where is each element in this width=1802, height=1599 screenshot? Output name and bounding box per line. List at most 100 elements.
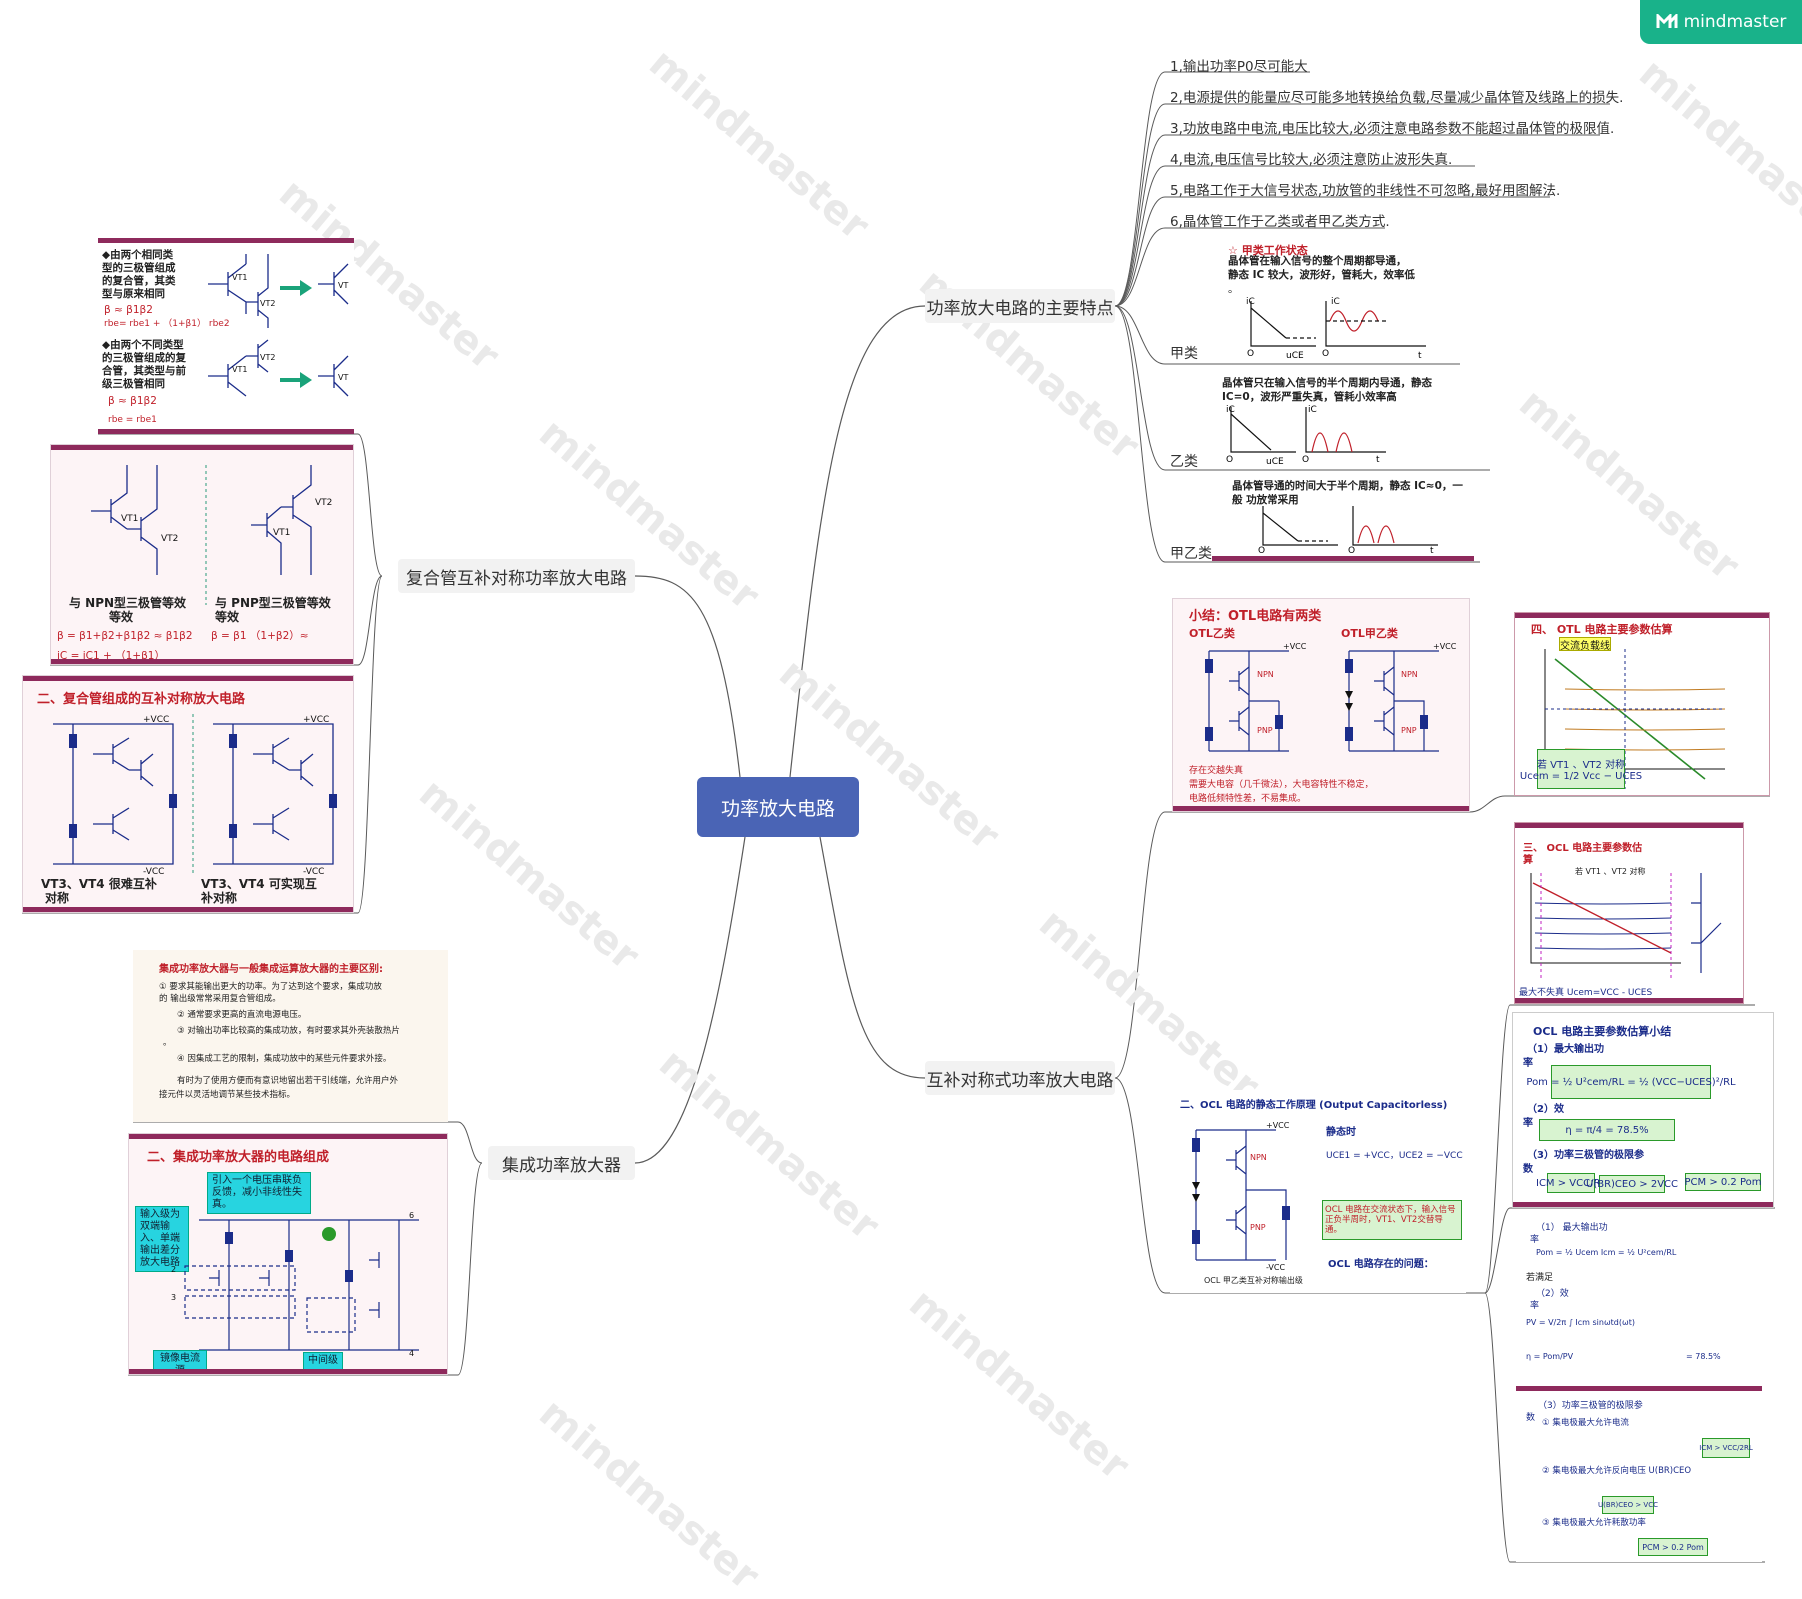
- ubr-detail-box: U(BR)CEO > VCC: [1598, 1496, 1658, 1514]
- callout-middle-stage: 中间级: [303, 1352, 343, 1370]
- svg-text:VT1: VT1: [273, 528, 290, 538]
- branch-features[interactable]: 功率放大电路的主要特点: [925, 289, 1115, 323]
- root-node[interactable]: 功率放大电路: [697, 777, 859, 837]
- ocl-circuit-title: 二、OCL 电路的静态工作原理 (Output Capacitorless): [1180, 1100, 1448, 1111]
- svg-text:iC: iC: [1246, 297, 1255, 307]
- ocl-note-box: OCL 电路在交流状态下，输入信号正负半周时，VT1、VT2交替导通。: [1322, 1200, 1462, 1240]
- svg-text:uCE: uCE: [1286, 351, 1304, 361]
- class-a-label[interactable]: 甲类: [1170, 346, 1198, 362]
- integrated-card-2: 二、集成功率放大器的电路组成 引入一个电压串联负反馈，减小非线性失真。 输入级为…: [128, 1133, 448, 1375]
- composite-card-3-title: 二、复合管组成的互补对称放大电路: [37, 692, 246, 707]
- svg-text:VT2: VT2: [315, 498, 332, 508]
- svg-text:O: O: [1322, 349, 1329, 359]
- icm-box: ICM > VCC/RL: [1536, 1173, 1606, 1193]
- svg-text:-VCC: -VCC: [303, 867, 324, 874]
- otl-summary-title: 小结：OTL电路有两类: [1189, 609, 1322, 624]
- ocl-load-line-chart: [1530, 873, 1722, 978]
- svg-text:+VCC: +VCC: [1266, 1121, 1290, 1130]
- integrated-card-1: 集成功率放大器与一般集成运算放大器的主要区别: ① 要求其能输出更大的功率。为了…: [133, 950, 448, 1122]
- feature-item-5[interactable]: 5,电路工作于大信号状态,功放管的非线性不可忽略,最好用图解法.: [1170, 183, 1561, 199]
- svg-text:VT: VT: [338, 281, 348, 290]
- link-root-features: [789, 305, 926, 778]
- pcm-detail-box: PCM > 0.2 Pom: [1638, 1538, 1708, 1556]
- class-b-card: 晶体管只在输入信号的半个周期内导通，静态 IC=0，波形严重失真，管耗小效率高 …: [1218, 374, 1480, 468]
- svg-text:+VCC: +VCC: [1283, 642, 1307, 651]
- integrated-card-1-title: 集成功率放大器与一般集成运算放大器的主要区别:: [159, 964, 383, 975]
- svg-text:+VCC: +VCC: [1433, 642, 1457, 651]
- ocl-params-title: 三、 OCL 电路主要参数估: [1523, 843, 1643, 854]
- svg-text:NPN: NPN: [1257, 670, 1274, 679]
- svg-text:t: t: [1376, 455, 1380, 465]
- complementary-composite-diagram: +VCC +VCC -VCC -VCC: [53, 714, 337, 874]
- svg-text:O: O: [1348, 546, 1355, 555]
- svg-text:+VCC: +VCC: [143, 715, 169, 725]
- class-ab-label[interactable]: 甲乙类: [1170, 546, 1212, 562]
- svg-text:NPN: NPN: [1401, 670, 1418, 679]
- class-a-card: ☆ 甲类工作状态 晶体管在输入信号的整个周期都导通， 静态 IC 较大，波形好，…: [1198, 240, 1460, 362]
- svg-text:uCE: uCE: [1266, 457, 1284, 466]
- otl-params-title: 四、 OTL 电路主要参数估算: [1531, 623, 1673, 636]
- svg-text:-VCC: -VCC: [1266, 1263, 1285, 1270]
- svg-text:t: t: [1430, 546, 1434, 555]
- svg-text:iC: iC: [1226, 405, 1235, 415]
- svg-text:VT2: VT2: [161, 534, 178, 544]
- svg-text:6: 6: [409, 1211, 414, 1220]
- branch-integrated[interactable]: 集成功率放大器: [488, 1146, 635, 1180]
- ocl-summary-card: OCL 电路主要参数估算小结 （1）最大输出功 率 Pom = ½ U²cem/…: [1512, 1012, 1774, 1208]
- svg-text:PNP: PNP: [1250, 1223, 1266, 1232]
- svg-text:VT2: VT2: [260, 353, 275, 362]
- otl-circuit-diagram: NPN PNP NPN PNP +VCC +VCC: [1205, 642, 1457, 752]
- svg-text:VT1: VT1: [121, 514, 138, 524]
- feature-item-4[interactable]: 4,电流,电压信号比较大,必须注意防止波形失真.: [1170, 152, 1453, 168]
- svg-text:VT2: VT2: [260, 299, 275, 308]
- svg-text:iC: iC: [1331, 297, 1340, 307]
- ocl-circuit-card: 二、OCL 电路的静态工作原理 (Output Capacitorless) N…: [1170, 1090, 1466, 1293]
- brand-badge[interactable]: mindmaster: [1640, 0, 1802, 44]
- composite-card-1: ◆由两个相同类 型的三极管组成 的复合管，其类 型与原来相同 β ≈ β1β2 …: [98, 238, 354, 434]
- svg-text:2: 2: [171, 1265, 176, 1274]
- composite-card-3: 二、复合管组成的互补对称放大电路 +VCC+VCC -VCC-VCC VT3、V…: [22, 675, 354, 913]
- feature-item-6[interactable]: 6,晶体管工作于乙类或者甲乙类方式.: [1170, 214, 1390, 230]
- svg-text:NPN: NPN: [1250, 1153, 1267, 1162]
- mindmaster-logo-icon: [1656, 14, 1678, 28]
- svg-text:O: O: [1226, 455, 1233, 465]
- svg-text:+VCC: +VCC: [303, 715, 329, 725]
- class-a-title: ☆ 甲类工作状态: [1228, 244, 1308, 257]
- icm-detail-box: ICM > VCC/2RL: [1699, 1438, 1753, 1458]
- link-root-integrated: [634, 836, 746, 1164]
- branch-complementary[interactable]: 互补对称式功率放大电路: [925, 1061, 1115, 1095]
- svg-text:VT1: VT1: [232, 273, 247, 282]
- svg-text:PNP: PNP: [1257, 726, 1273, 735]
- class-b-label[interactable]: 乙类: [1170, 454, 1198, 470]
- svg-text:3: 3: [171, 1293, 176, 1302]
- link-root-complementary: [819, 836, 926, 1079]
- branch-composite[interactable]: 复合管互补对称功率放大电路: [398, 559, 635, 593]
- otl-params-card: 四、 OTL 电路主要参数估算 交流负载线 若 VT1 、VT2 对称 Ucem…: [1514, 612, 1770, 796]
- ubr-box: U(BR)CEO > 2VCC: [1586, 1175, 1678, 1193]
- max-power-formula: Pom = ½ U²cem/RL = ½ (VCC−UCES)²/RL: [1526, 1065, 1736, 1099]
- feature-item-1[interactable]: 1,输出功率P0尽可能大: [1170, 59, 1308, 75]
- brand-name: mindmaster: [1683, 12, 1787, 32]
- integrated-card-2-title: 二、集成功率放大器的电路组成: [147, 1150, 330, 1165]
- svg-text:PNP: PNP: [1401, 726, 1417, 735]
- svg-text:iC: iC: [1308, 405, 1317, 415]
- efficiency-formula: η = π/4 = 78.5%: [1539, 1119, 1675, 1141]
- feature-item-2[interactable]: 2,电源提供的能量应尽可能多地转换给负载,尽量减少晶体管及线路上的损失.: [1170, 90, 1624, 106]
- pcm-box: PCM > 0.2 Pom: [1685, 1173, 1762, 1191]
- svg-text:VT1: VT1: [232, 365, 247, 374]
- load-line-label: 交流负载线: [1559, 637, 1611, 652]
- feature-item-3[interactable]: 3,功放电路中电流,电压比较大,必须注意电路参数不能超过晶体管的极限值.: [1170, 121, 1615, 137]
- svg-text:-VCC: -VCC: [143, 867, 164, 874]
- svg-text:O: O: [1258, 546, 1265, 555]
- svg-text:O: O: [1247, 349, 1254, 359]
